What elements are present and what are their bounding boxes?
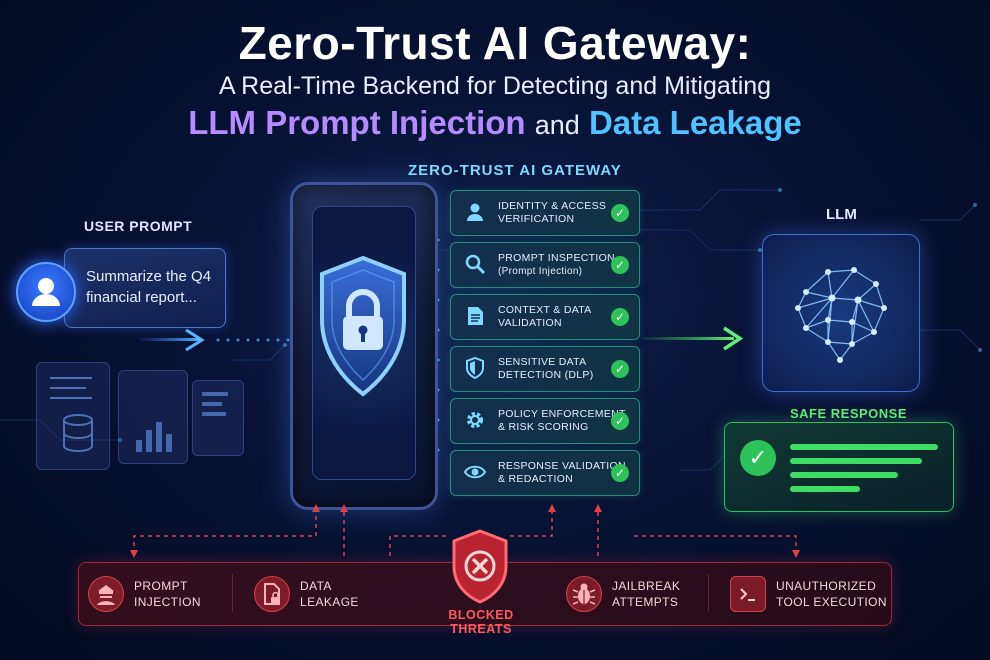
bug-icon <box>566 576 602 612</box>
response-line <box>790 458 922 464</box>
llm-title: LLM <box>826 206 857 223</box>
prompt-line-1: Summarize the Q4 <box>86 268 212 285</box>
blocked-shield-icon <box>452 529 508 604</box>
page-subtitle: A Real-Time Backend for Detecting and Mi… <box>218 72 772 100</box>
gateway-step-dlp <box>450 346 640 392</box>
user-prompt-text: Summarize the Q4 financial report... <box>86 266 218 308</box>
magnifier-icon <box>465 254 486 275</box>
blocked-threats-label: BLOCKED THREATS <box>448 608 514 636</box>
check-icon: ✓ <box>611 308 629 326</box>
check-icon: ✓ <box>611 360 629 378</box>
safe-response-box <box>724 422 954 512</box>
page-title: Zero-Trust AI Gateway: <box>238 17 752 69</box>
shield-icon <box>466 357 484 379</box>
gateway-step-label: RESPONSE VALIDATION& REDACTION <box>498 460 626 485</box>
hacker-icon <box>88 576 124 612</box>
shield-lock-icon <box>320 255 406 397</box>
user-prompt-title: USER PROMPT <box>84 218 193 234</box>
person-icon <box>32 278 60 306</box>
user-icon <box>467 203 483 221</box>
locked-document-icon <box>254 576 290 612</box>
subtitle-part-llm: LLM Prompt Injection <box>188 104 526 141</box>
check-icon: ✓ <box>611 412 629 430</box>
gateway-step-prompt-inspection <box>450 242 640 288</box>
gateway-step-identity <box>450 190 640 236</box>
response-line <box>790 472 898 478</box>
brain-network-icon <box>795 267 887 363</box>
gateway-title: ZERO-TRUST AI GATEWAY <box>408 162 622 179</box>
check-icon: ✓ <box>611 204 629 222</box>
gateway-step-response-validation <box>450 450 640 496</box>
check-icon: ✓ <box>611 464 629 482</box>
document-icon <box>468 307 483 325</box>
user-avatar-icon <box>16 262 76 322</box>
safe-flow-arrow <box>642 326 744 351</box>
page-subtitle-highlight: LLM Prompt Injection and Data Leakage <box>0 104 990 142</box>
subtitle-part-and: and <box>534 110 580 140</box>
safe-response-title: SAFE RESPONSE <box>790 406 908 421</box>
response-line <box>790 444 938 450</box>
eye-icon <box>464 465 486 479</box>
gateway-step-label: PROMPT INSPECTION(Prompt Injection) <box>498 252 615 277</box>
gear-icon <box>467 412 483 428</box>
user-prompt-box <box>64 248 226 328</box>
threat-divider <box>708 574 709 612</box>
prompt-flow-arrow <box>140 328 290 352</box>
check-icon: ✓ <box>611 256 629 274</box>
subtitle-part-leakage: Data Leakage <box>588 104 802 141</box>
llm-box <box>762 234 920 392</box>
gateway-step-label: POLICY ENFORCEMENT& RISK SCORING <box>498 408 626 433</box>
prompt-line-2: financial report... <box>86 289 197 306</box>
threat-divider <box>232 574 233 612</box>
response-line <box>790 486 860 492</box>
terminal-icon <box>730 576 766 612</box>
background-chart-tile <box>118 370 188 464</box>
safe-check-icon: ✓ <box>740 440 776 476</box>
database-chart-icon <box>50 377 228 452</box>
